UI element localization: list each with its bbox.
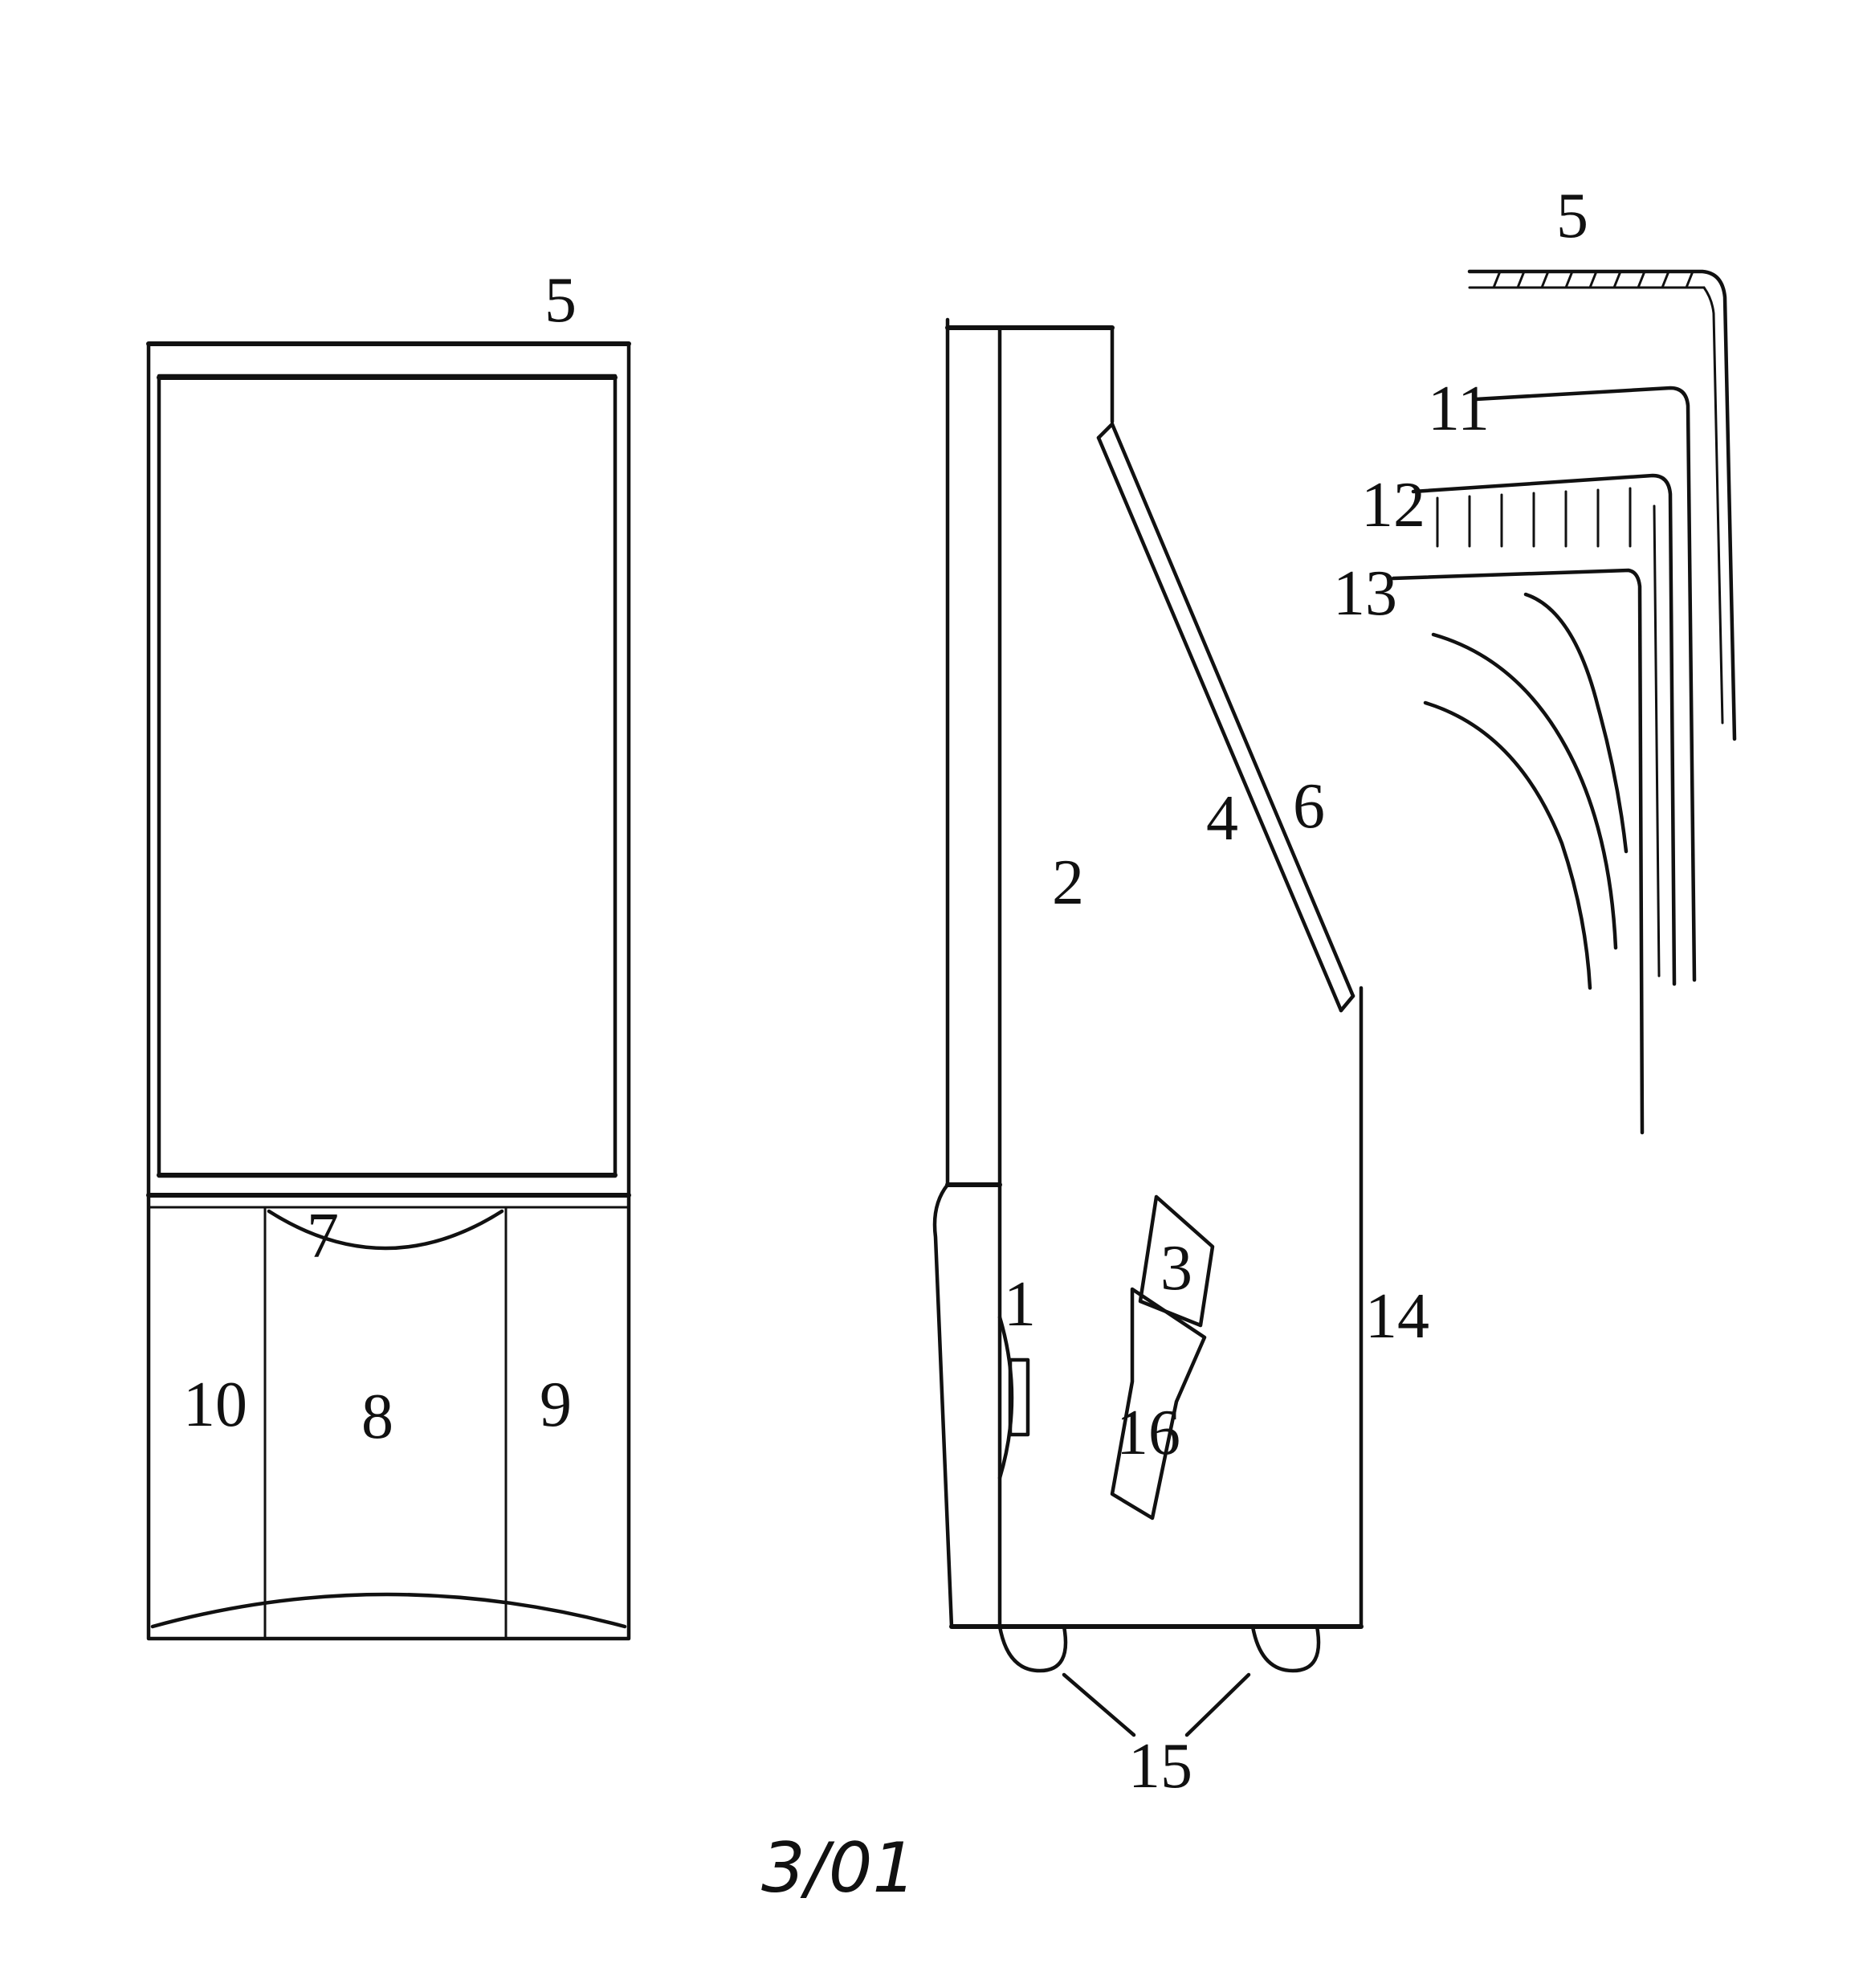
- side-leader-15b: [1184, 1672, 1251, 1737]
- side-label-6: 6: [1293, 771, 1325, 842]
- side-screen-top-cap: [1096, 422, 1115, 440]
- side-wheel-front: [997, 1624, 1068, 1673]
- side-view: 2 4 6 3 1 16 14 15: [932, 317, 1429, 1802]
- side-cover-6: [1110, 422, 1355, 998]
- side-label-2: 2: [1052, 847, 1084, 918]
- detail-view: 5 11 12 13: [1333, 181, 1737, 1135]
- side-label-4: 4: [1206, 783, 1238, 854]
- front-curve-7: [267, 1209, 504, 1251]
- side-label-3: 3: [1160, 1233, 1192, 1304]
- side-screen-bottom-cap: [1339, 994, 1355, 1013]
- detail-layer-5-hatch: [1492, 270, 1724, 725]
- front-label-7: 7: [307, 1201, 339, 1272]
- detail-label-12: 12: [1361, 470, 1425, 541]
- detail-label-11: 11: [1428, 374, 1490, 444]
- front-label-9: 9: [540, 1370, 572, 1440]
- side-part-3: [1138, 1194, 1215, 1328]
- detail-label-13: 13: [1333, 558, 1397, 629]
- front-screen: [157, 374, 618, 1178]
- side-part-16: [1110, 1287, 1207, 1521]
- front-label-5: 5: [544, 265, 577, 336]
- side-wheel-back: [1250, 1624, 1321, 1673]
- detail-curve-c: [1423, 700, 1592, 990]
- detail-layer-12: [1411, 473, 1677, 986]
- detail-label-5: 5: [1556, 181, 1588, 251]
- detail-layer-13: [1391, 568, 1645, 1135]
- side-lower-bulge: [932, 1182, 954, 1629]
- detail-layer-11: [1474, 386, 1697, 982]
- side-label-1: 1: [1004, 1269, 1036, 1340]
- front-label-8: 8: [361, 1382, 393, 1452]
- front-view: 5 7 10 8 9: [146, 265, 631, 1641]
- side-label-15: 15: [1128, 1731, 1192, 1802]
- detail-curve-b: [1431, 632, 1618, 950]
- detail-curve-a: [1523, 592, 1629, 854]
- side-part-1-rect: [1008, 1357, 1030, 1437]
- front-bottom-arc: [150, 1592, 627, 1629]
- front-label-10: 10: [183, 1370, 247, 1440]
- side-label-16: 16: [1116, 1398, 1180, 1468]
- side-screen-4: [1096, 435, 1343, 1013]
- detail-layer-12-hatch: [1436, 487, 1661, 978]
- side-label-14: 14: [1365, 1281, 1429, 1352]
- side-leader-15a: [1062, 1672, 1136, 1737]
- figure-caption: 3/01: [761, 1828, 916, 1908]
- detail-layer-5: [1467, 269, 1737, 741]
